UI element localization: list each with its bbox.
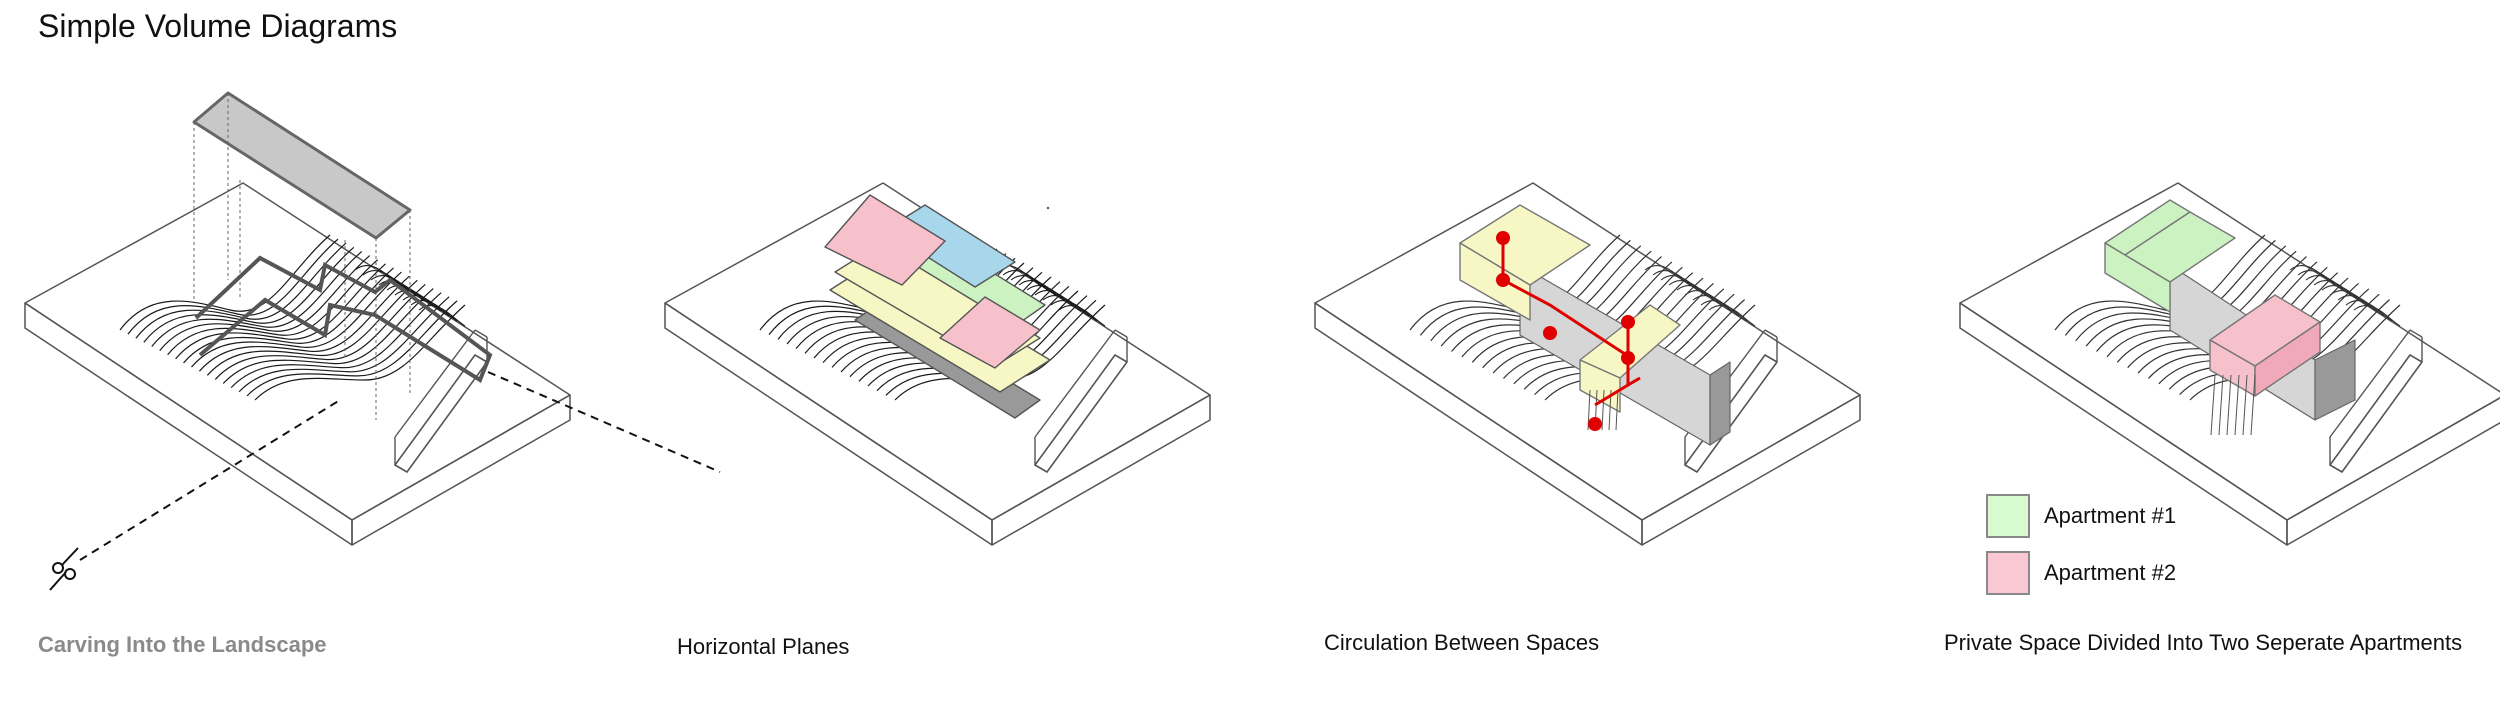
section-cut-line — [487, 371, 721, 473]
panel-horizontal-planes — [664, 182, 1211, 546]
apartment-1-front — [2104, 242, 2171, 313]
lifted-roof-plane — [192, 91, 412, 240]
retaining-wall — [1034, 354, 1128, 473]
terrain-contour — [2054, 234, 2266, 331]
stray-mark — [1046, 206, 1050, 210]
terrain-contour — [230, 292, 442, 389]
site-right-face — [2286, 397, 2500, 546]
stilt — [2210, 374, 2216, 436]
retaining-wall-top — [394, 329, 476, 438]
legend-label-apartment-1: Apartment #1 — [2044, 503, 2177, 528]
volume-yellow-lower-front — [1579, 359, 1621, 413]
legend-label-apartment-2: Apartment #2 — [2044, 560, 2177, 585]
stilt — [2242, 374, 2248, 436]
retaining-wall-top — [2329, 329, 2411, 438]
circulation-node — [1621, 315, 1635, 329]
circulation-node — [1496, 273, 1510, 287]
retaining-wall-cap — [474, 329, 488, 338]
panel-caption-private-space: Private Space Divided Into Two Seperate … — [1944, 630, 2463, 655]
panel-private-space — [1959, 182, 2500, 546]
circulation-node — [1588, 417, 1602, 431]
stilt — [2218, 374, 2224, 436]
site-front-face — [24, 302, 353, 546]
retaining-wall — [394, 354, 488, 473]
terrain-contour — [1708, 304, 1756, 327]
terrain-contour — [2353, 304, 2401, 327]
plane-pink-upper — [824, 194, 946, 286]
terrain-contour — [127, 238, 339, 335]
site-right-face — [991, 394, 1211, 546]
panel-caption-circulation: Circulation Between Spaces — [1324, 630, 1600, 655]
terrain-contour — [1058, 304, 1106, 327]
retaining-wall-top — [1034, 329, 1116, 438]
stilt — [2234, 374, 2240, 436]
volume-yellow-upper-front — [1459, 242, 1531, 321]
mass-side — [1709, 361, 1731, 446]
terrain-contour — [254, 304, 466, 401]
retaining-wall-cap — [1764, 329, 1778, 338]
site-right-face — [1641, 394, 1861, 546]
plane-pink-lower — [939, 296, 1041, 369]
stilt — [2250, 374, 2256, 436]
carved-cut-outline — [194, 255, 493, 383]
scissors-handle — [64, 568, 76, 580]
panel-caption-horizontal-planes: Horizontal Planes — [677, 634, 850, 659]
terrain-contour — [151, 251, 363, 347]
legend-swatch-apartment-1 — [1986, 494, 2030, 538]
terrain-contour — [246, 300, 458, 397]
legend-item-apartment-2: Apartment #2 — [1986, 551, 2176, 595]
circulation-path — [1627, 376, 1641, 387]
terrain-contour — [167, 259, 379, 356]
stilt — [1615, 389, 1619, 431]
terrain-contour — [119, 234, 331, 331]
stilt — [2226, 374, 2232, 436]
legend-swatch-apartment-2 — [1986, 551, 2030, 595]
scissors-blade — [49, 571, 67, 591]
terrain-contour — [191, 271, 402, 368]
scissors-blade — [61, 547, 79, 566]
circulation-node — [1496, 231, 1510, 245]
scissors-handle — [52, 562, 64, 574]
section-cut-line — [79, 399, 341, 561]
apartment-2-side — [2254, 321, 2321, 397]
panel-caption-carving: Carving Into the Landscape — [38, 632, 327, 657]
panel-carving — [24, 91, 721, 591]
scissors-icon — [49, 547, 79, 591]
legend-item-apartment-1: Apartment #1 — [1986, 494, 2176, 538]
mass-side — [2314, 339, 2356, 421]
terrain-contour — [159, 255, 371, 351]
panel-circulation — [1314, 182, 1861, 546]
stilt — [1601, 389, 1605, 431]
circulation-node — [1543, 326, 1557, 340]
terrain-contour — [198, 275, 410, 372]
terrain-contour — [238, 296, 450, 393]
terrain-contour — [214, 283, 426, 380]
site-right-face — [351, 394, 571, 546]
terrain-contour — [175, 263, 386, 360]
retaining-wall-cap — [2409, 329, 2423, 338]
terrain-contour — [222, 288, 434, 384]
terrain-contour — [206, 279, 418, 376]
retaining-wall-cap — [1114, 329, 1128, 338]
circulation-node — [1621, 351, 1635, 365]
page-title: Simple Volume Diagrams — [38, 8, 398, 44]
